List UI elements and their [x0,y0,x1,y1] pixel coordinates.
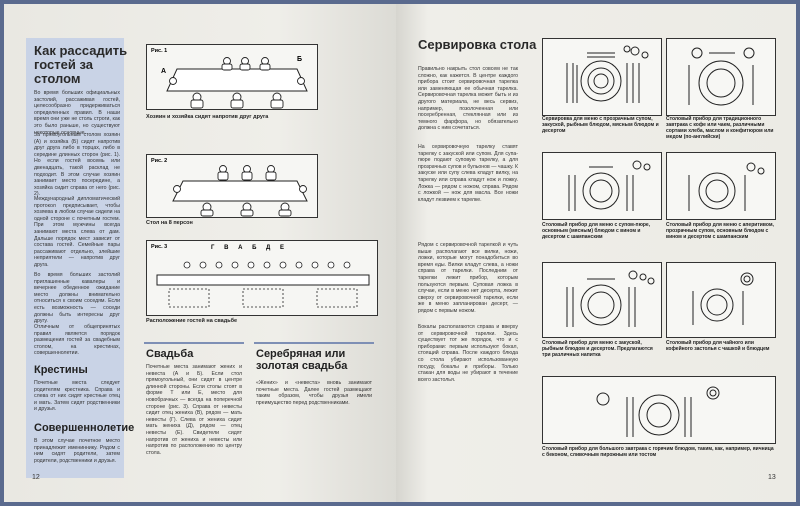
figure-1-letter-b: Б [297,56,302,63]
divider-svadba [144,342,244,344]
setting-3-drawing [568,160,651,211]
book-spread: Как рассадить гостей за столом Во время … [4,4,796,502]
table-setting-2 [666,38,776,116]
left-intro: Во время больших официальных застолий, р… [34,90,120,136]
figure-3: Рис. 3 Г В А Б Д Е [146,240,378,316]
setting-6-drawing [692,272,754,325]
figure-1-letter-a: А [161,68,166,75]
right-para-2: На сервировочную тарелку ставят тарелку … [418,144,520,203]
setting-7-drawing [596,386,720,437]
setting-2-caption: Столовый прибор для традиционного завтра… [666,116,774,140]
setting-7-caption: Столовый прибор для большого завтрака с … [542,446,774,458]
setting-6-caption: Столовый прибор для чайного или кофейног… [666,340,770,352]
figure-1-drawing: А Б [161,56,308,109]
figure-1: Рис. 1 А Б [146,44,318,110]
left-page-number: 12 [32,474,40,481]
right-para-3: Рядом с сервировочной тарелкой и чуть вы… [418,242,520,314]
table-setting-3 [542,152,662,220]
setting-2-drawing [688,47,755,106]
heading-sovershennoletie: Совершеннолетие [34,422,135,434]
figure-2: Рис. 2 [146,154,318,218]
figure-1-label: Рис. 1 [151,48,168,54]
table-setting-5 [542,262,662,338]
table-setting-6 [666,262,776,338]
setting-4-caption: Столовый прибор для меню с аперитивом, п… [666,222,774,240]
right-para-1: Правильно накрыть стол совсем не так сло… [418,66,520,132]
right-page: Сервировка стола Правильно накрыть стол … [396,4,796,502]
left-page: Как рассадить гостей за столом Во время … [4,4,396,502]
text-svadba: Почетные места занимают жених и невеста … [146,364,244,456]
figure-1-caption: Хозяин и хозяйка сидят напротив друг дру… [146,114,269,120]
setting-3-caption: Столовый прибор для меню с супом-пюре, о… [542,222,651,240]
figure-3-label: Рис. 3 [151,244,168,250]
figure-2-drawing [172,165,308,217]
left-para-3: Международный дипломатический протокол п… [34,196,120,268]
left-para-2: За прямоугольным столом хозяин (А) и хоз… [34,132,120,198]
right-para-4: Бокалы располагаются справа и вверху от … [418,324,520,383]
table-setting-4 [666,152,776,220]
figure-3-drawing [156,261,370,308]
divider-silver [254,342,374,344]
setting-5-drawing [566,270,655,327]
heading-svadba: Свадьба [146,348,194,360]
setting-5-caption: Столовый прибор для меню с закуской, рыб… [542,340,653,358]
setting-1-caption: Сервировка для меню с прозрачным супом, … [542,116,659,134]
figure-2-label: Рис. 2 [151,158,168,164]
table-setting-1 [542,38,662,116]
text-krestiny: Почетные места следует родителям крестни… [34,380,120,413]
left-sidebar-column [26,38,124,478]
setting-4-drawing [688,162,765,211]
setting-1-drawing [566,45,649,103]
left-para-5: Отличным от общепринятых правил является… [34,324,120,357]
heading-krestiny: Крестины [34,364,88,376]
text-silver-gold: «Жених» и «невеста» вновь занимают почет… [256,380,374,406]
figure-2-caption: Стол на 8 персон [146,220,193,226]
right-title: Сервировка стола [418,37,537,52]
left-para-4: Во время больших застолий приглашенные к… [34,272,120,325]
heading-silver-gold: Серебряная или золотая свадьба [256,348,348,372]
table-setting-7 [542,376,776,444]
figure-3-letters: Г В А Б Д Е [211,245,288,251]
left-title: Как рассадить гостей за столом [34,43,128,86]
text-sovershennoletie: В этом случае почетное место принадлежит… [34,438,120,464]
figure-3-caption: Расположение гостей на свадьбе [146,318,238,324]
right-page-number: 13 [768,474,776,481]
